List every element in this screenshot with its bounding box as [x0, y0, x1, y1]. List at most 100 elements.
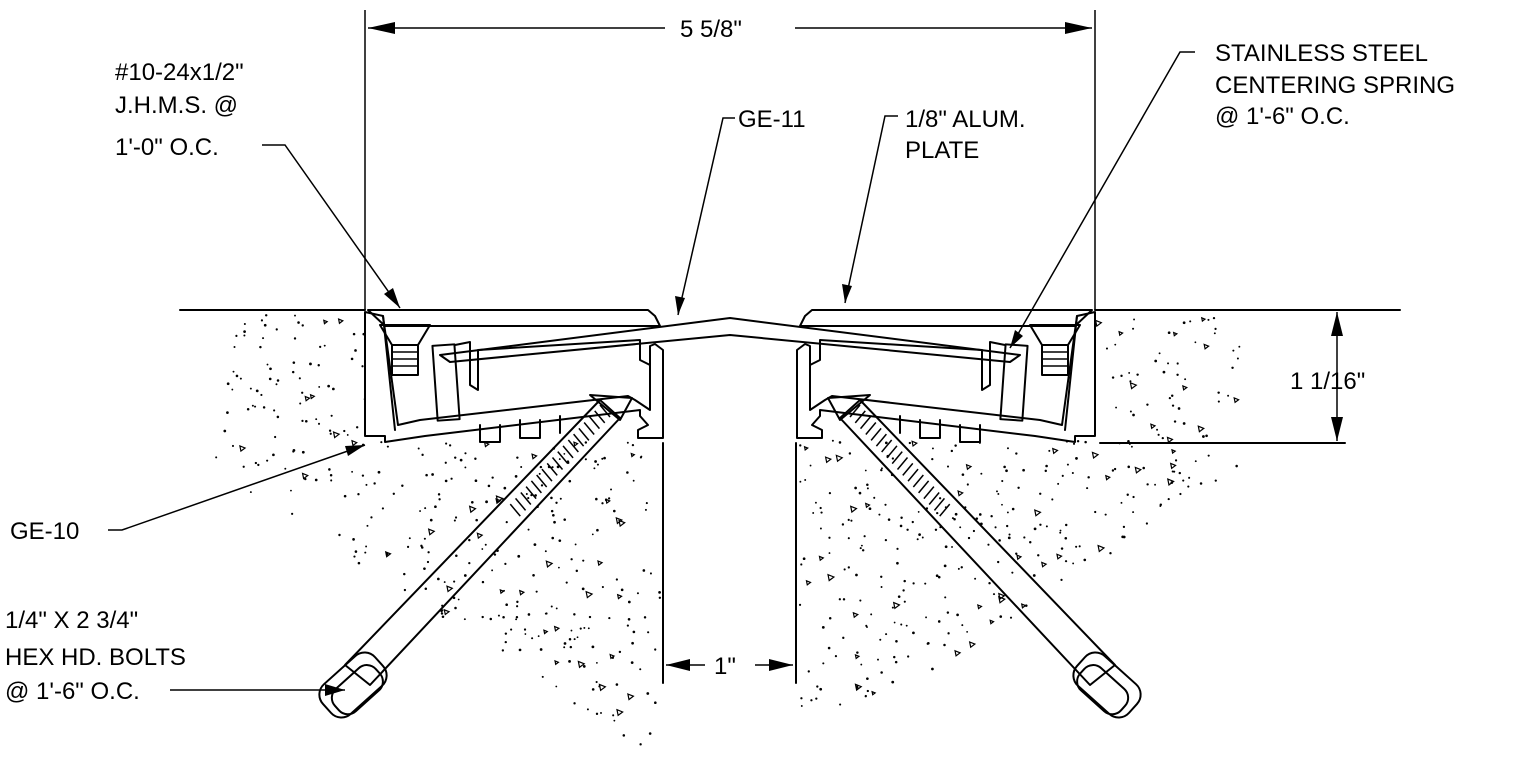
concrete-speck — [558, 458, 561, 460]
aggregate-mark — [864, 502, 871, 509]
concrete-speck — [274, 435, 277, 439]
concrete-speck — [330, 414, 333, 417]
aggregate-mark — [1129, 381, 1138, 390]
concrete-speck — [828, 536, 831, 539]
concrete-speck — [877, 658, 879, 661]
concrete-speck — [401, 484, 404, 487]
concrete-speck — [1167, 362, 1170, 365]
concrete-speck — [865, 624, 868, 627]
bolt-thread — [599, 404, 611, 418]
aggregate-mark — [1105, 474, 1111, 481]
bolt-thread — [536, 474, 548, 488]
bolt-thread — [854, 410, 866, 424]
overall-width-label: 5 5/8" — [680, 16, 742, 43]
aggregate-mark — [854, 683, 863, 692]
concrete-speck — [266, 363, 269, 366]
left-cover-plate — [367, 309, 661, 327]
bolt-thread — [525, 486, 537, 500]
concrete-speck — [1187, 485, 1190, 488]
concrete-speck — [631, 444, 635, 447]
concrete-speck — [884, 539, 888, 542]
concrete-speck — [440, 612, 444, 615]
aggregate-mark — [892, 601, 901, 610]
concrete-speck — [364, 551, 367, 554]
concrete-speck — [257, 463, 260, 467]
concrete-speck — [626, 441, 629, 444]
aggregate-mark — [1197, 425, 1205, 433]
aggregate-mark — [543, 629, 549, 635]
aggregate-mark — [545, 560, 554, 568]
concrete-speck — [573, 613, 576, 616]
bolt-callout-line-1: 1/4" X 2 3/4" — [5, 607, 138, 634]
concrete-speck — [854, 486, 857, 490]
concrete-speck — [905, 624, 908, 627]
concrete-speck — [643, 616, 647, 619]
concrete-speck — [424, 587, 428, 590]
concrete-speck — [596, 528, 599, 532]
concrete-speck — [534, 494, 537, 497]
concrete-speck — [1214, 327, 1217, 330]
bolt-thread — [551, 457, 564, 470]
concrete-speck — [533, 543, 537, 547]
concrete-speck — [956, 613, 959, 617]
concrete-speck — [538, 472, 541, 475]
aggregate-mark — [337, 318, 345, 325]
concrete-substrate-right — [798, 316, 1241, 707]
concrete-speck — [579, 627, 582, 630]
concrete-speck — [654, 701, 657, 705]
concrete-speck — [516, 456, 519, 459]
concrete-speck — [464, 452, 467, 455]
aggregate-mark — [957, 490, 964, 497]
concrete-speck — [350, 357, 354, 361]
concrete-speck — [1005, 469, 1008, 473]
concrete-speck — [1113, 467, 1117, 471]
concrete-speck — [558, 566, 560, 569]
concrete-speck — [361, 474, 365, 477]
concrete-speck — [355, 426, 359, 429]
concrete-speck — [610, 488, 613, 491]
concrete-speck — [497, 614, 500, 617]
concrete-speck — [1001, 479, 1004, 483]
concrete-speck — [831, 439, 834, 442]
concrete-speck — [474, 479, 478, 483]
concrete-speck — [951, 517, 954, 520]
concrete-speck — [1179, 492, 1182, 496]
concrete-speck — [1032, 574, 1036, 577]
left-frame-extrusion — [364, 311, 664, 443]
concrete-speck — [980, 472, 983, 475]
aggregate-mark — [989, 619, 995, 625]
concrete-speck — [626, 624, 629, 627]
concrete-speck — [553, 520, 556, 524]
concrete-speck — [596, 463, 599, 466]
aggregate-mark — [852, 611, 859, 619]
concrete-speck — [1011, 571, 1014, 574]
concrete-speck — [351, 470, 354, 473]
concrete-speck — [463, 618, 466, 621]
concrete-speck — [352, 332, 356, 336]
concrete-speck — [828, 617, 832, 620]
concrete-speck — [620, 588, 624, 592]
concrete-speck — [346, 434, 349, 436]
concrete-speck — [953, 517, 956, 521]
concrete-speck — [893, 655, 896, 659]
aggregate-mark — [239, 444, 247, 453]
concrete-speck — [912, 631, 915, 635]
concrete-speck — [903, 579, 906, 583]
concrete-speck — [535, 590, 538, 593]
concrete-speck — [902, 589, 905, 592]
concrete-speck — [1232, 349, 1235, 352]
bolt-thread — [530, 480, 542, 494]
concrete-speck — [799, 480, 802, 483]
concrete-speck — [501, 649, 505, 652]
concrete-speck — [632, 630, 636, 634]
concrete-speck — [515, 615, 519, 619]
concrete-speck — [1009, 616, 1013, 619]
concrete-speck — [386, 445, 389, 448]
concrete-speck — [1132, 511, 1135, 514]
concrete-speck — [361, 365, 364, 368]
concrete-speck — [1146, 403, 1149, 406]
concrete-speck — [464, 466, 467, 469]
bolt-thread — [509, 503, 521, 517]
aggregate-mark — [854, 653, 861, 660]
concrete-speck — [1157, 433, 1160, 436]
